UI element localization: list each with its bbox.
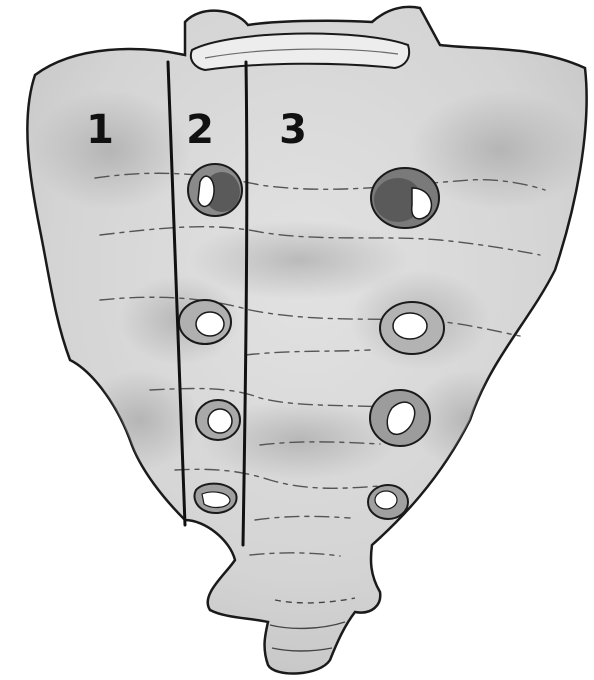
- foramen-right-s3: [370, 390, 430, 446]
- zone-label-2: 2: [186, 107, 214, 153]
- foramen-left-s4: [195, 484, 237, 513]
- foramen-left-s2: [179, 300, 231, 344]
- zone-label-3: 3: [279, 107, 307, 153]
- zone-label-1: 1: [86, 107, 114, 153]
- foramen-right-s2: [380, 302, 444, 354]
- foramen-right-s1: [371, 168, 439, 228]
- foramen-left-s1: [188, 164, 242, 216]
- foramen-right-s4: [368, 485, 408, 519]
- foramen-left-s3: [196, 400, 240, 440]
